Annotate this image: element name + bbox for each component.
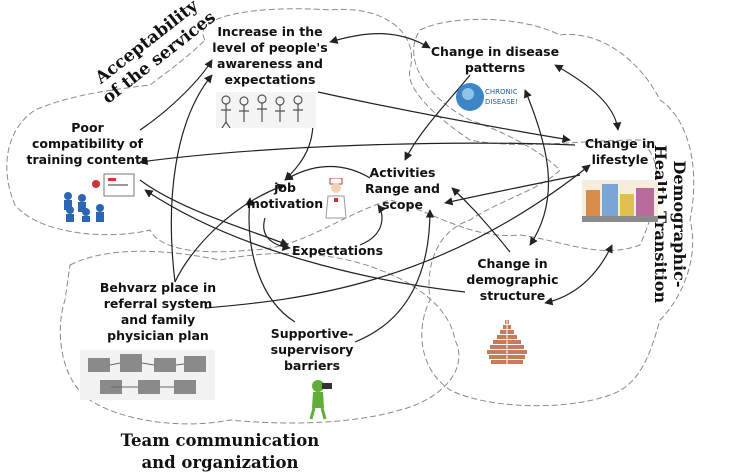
chronic-disease-image: CHRONIC DISEASE! (456, 83, 517, 111)
training-image (64, 173, 135, 222)
arrow (404, 74, 471, 161)
node-demographic-structure: Change in demographic structure (466, 256, 559, 303)
group-title-team: Team communication and organization (120, 431, 320, 472)
cloud-demographic (413, 18, 695, 407)
arrow (284, 166, 371, 181)
arrow (544, 244, 613, 306)
arrow (144, 189, 466, 293)
nurse-image (325, 178, 347, 219)
arrow (554, 64, 622, 131)
node-job-motivation: job motivation (246, 180, 324, 211)
arrow (174, 183, 286, 283)
arrow (170, 74, 213, 283)
node-supportive: Supportive- supervisory barriers (270, 326, 354, 373)
group-boundaries (6, 8, 695, 425)
city-lifestyle-image (582, 180, 658, 222)
node-disease-patterns: Change in disease patterns (430, 44, 560, 75)
chronic-disease-label-1: CHRONIC (485, 88, 517, 96)
arrow (139, 179, 289, 247)
node-lifestyle: Change in lifestyle (584, 136, 656, 167)
arrow (444, 174, 581, 206)
arrow (524, 89, 550, 246)
cloud-acceptability (6, 8, 658, 253)
arrow (354, 209, 435, 343)
node-poor-compatibility: Poor compatibility of training contents (26, 120, 149, 167)
arrow (329, 33, 431, 49)
node-awareness: Increase in the level of people's awaren… (212, 24, 328, 87)
node-expectations: Expectations (291, 243, 384, 258)
arrow (245, 197, 296, 323)
arrow (139, 59, 213, 131)
chronic-disease-label-2: DISEASE! (485, 98, 517, 106)
relationship-arrows (139, 33, 622, 343)
cloud-team (59, 250, 460, 425)
crowd-image (216, 92, 316, 128)
arrow (359, 204, 386, 246)
arrow (139, 142, 576, 166)
binoculars-figure-image (309, 380, 332, 420)
pyramid-chart-image (478, 316, 536, 370)
node-behvarz: Behvarz place in referral system and fam… (99, 280, 217, 343)
node-activities: Activities Range and scope (364, 165, 441, 212)
arrow (451, 187, 511, 253)
referral-system-image (80, 350, 215, 400)
arrow (317, 91, 571, 143)
arrow (263, 217, 291, 252)
